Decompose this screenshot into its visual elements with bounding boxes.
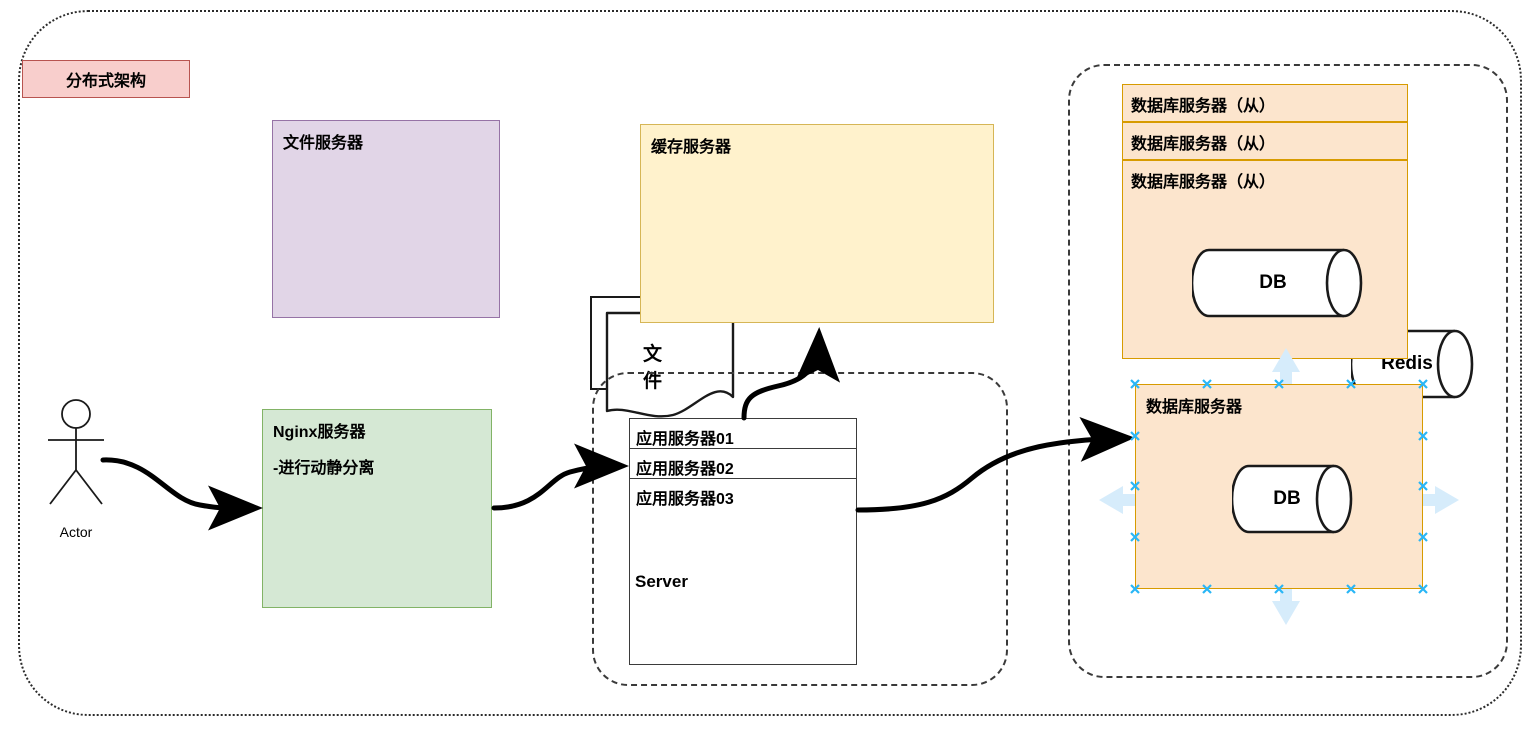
- nginx-server-note: -进行动静分离: [273, 460, 375, 477]
- app-server-label-2: 应用服务器02: [636, 461, 734, 478]
- database-server-group: [1068, 64, 1508, 678]
- db-master-cylinder: DB: [1230, 460, 1356, 538]
- db-master-title: 数据库服务器: [1146, 399, 1243, 416]
- nginx-server-box[interactable]: Nginx服务器 -进行动静分离: [262, 409, 492, 608]
- db-slave-cylinder: DB: [1190, 244, 1368, 322]
- db-slave-cylinder-label: DB: [1259, 272, 1287, 293]
- file-server-title: 文件服务器: [283, 135, 364, 152]
- cache-server-box[interactable]: 缓存服务器 Redis: [640, 124, 1474, 399]
- file-server-box[interactable]: 文件服务器 文件: [272, 120, 735, 418]
- app-server-server-text: Server: [635, 572, 688, 591]
- db-slave-card-2[interactable]: 数据库服务器（从）: [1122, 122, 1408, 160]
- app-server-label-1: 应用服务器01: [636, 431, 734, 448]
- outer-architecture-container: [18, 10, 1522, 716]
- db-master-cylinder-label: DB: [1273, 488, 1301, 509]
- db-slave-label-3: 数据库服务器（从）: [1131, 174, 1276, 191]
- file-icon-label: 文件: [643, 344, 663, 392]
- db-slave-label-1: 数据库服务器（从）: [1131, 98, 1276, 115]
- db-slave-card-1[interactable]: 数据库服务器（从）: [1122, 84, 1408, 122]
- diagram-title-badge[interactable]: 分布式架构: [22, 60, 190, 98]
- app-server-label-3: 应用服务器03: [636, 491, 734, 508]
- nginx-server-title: Nginx服务器: [273, 424, 366, 441]
- app-server-card-3[interactable]: 应用服务器03: [629, 478, 857, 665]
- actor-icon[interactable]: [40, 398, 112, 508]
- diagram-title-label: 分布式架构: [65, 73, 146, 90]
- actor-label: Actor: [59, 524, 93, 540]
- cache-server-title: 缓存服务器: [651, 139, 732, 156]
- db-slave-label-2: 数据库服务器（从）: [1131, 136, 1276, 153]
